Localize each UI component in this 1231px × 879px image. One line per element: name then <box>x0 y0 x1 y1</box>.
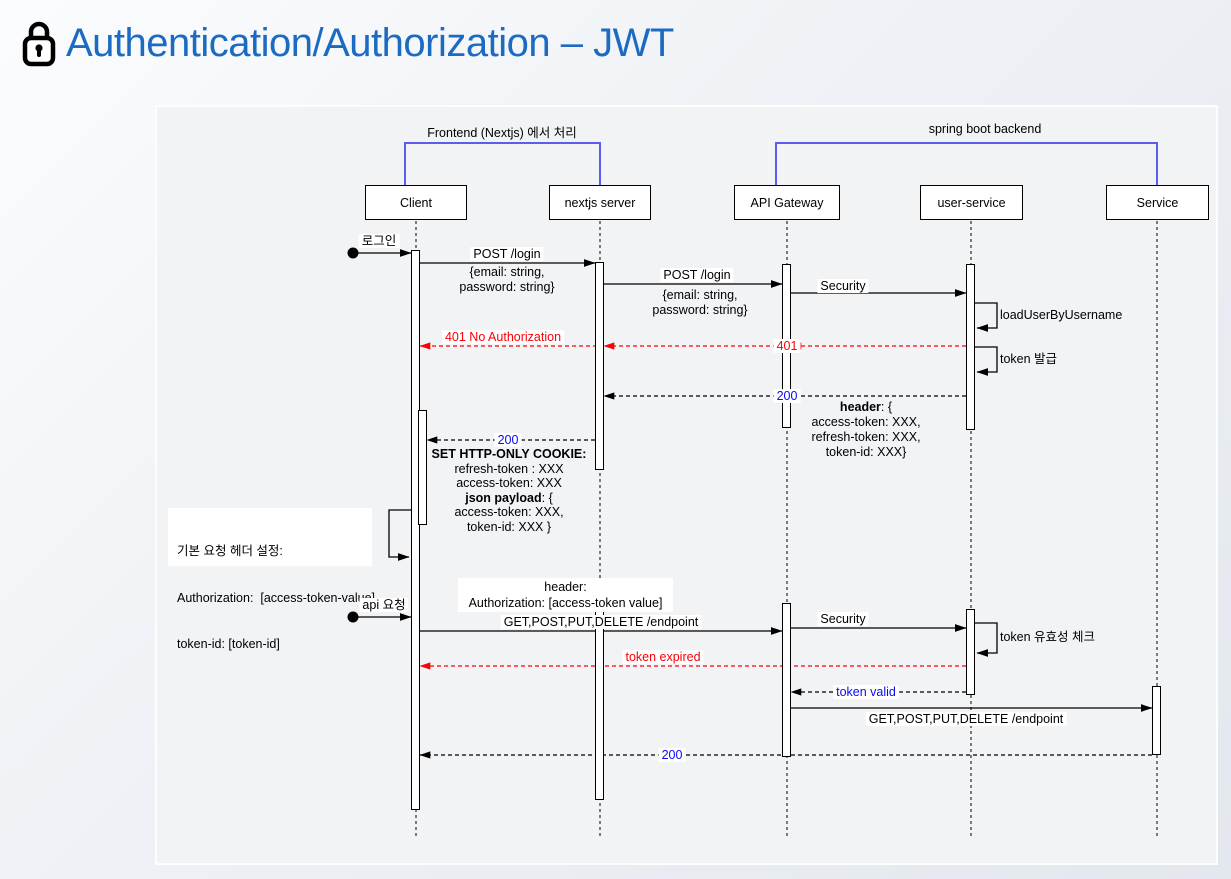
loop-set-default-header <box>388 509 411 561</box>
participant-user-service-label: user-service <box>937 195 1006 210</box>
activation-nextjs-2 <box>595 611 604 800</box>
label-get-endpoint-2: GET,POST,PUT,DELETE /endpoint <box>865 712 1067 726</box>
group-label-frontend: Frontend (Nextjs) 에서 처리 <box>427 126 577 140</box>
participant-user-service: user-service <box>920 185 1023 220</box>
label-token-check: token 유효성 체크 <box>1000 630 1096 644</box>
label-401-code: 401 <box>773 339 801 353</box>
label-post-login-2-body: {email: string, password: string} <box>652 288 748 317</box>
note-response-header: header: { access-token: XXX, refresh-tok… <box>811 400 921 459</box>
label-token-expired: token expired <box>622 650 704 664</box>
participant-client: Client <box>365 185 467 220</box>
label-200-final: 200 <box>658 748 686 762</box>
note-request-header: header: Authorization: [access-token val… <box>458 578 673 612</box>
label-200-second: 200 <box>494 433 522 447</box>
label-token-issue: token 발급 <box>1000 352 1058 366</box>
label-post-login-2: POST /login <box>660 268 734 282</box>
page-title: Authentication/Authorization – JWT <box>66 20 674 65</box>
diagram-panel <box>155 105 1218 865</box>
label-200-first: 200 <box>773 389 801 403</box>
label-security-2: Security <box>817 612 869 626</box>
label-login-trigger: 로그인 <box>358 234 400 248</box>
activation-client-main <box>411 250 420 810</box>
group-label-backend: spring boot backend <box>928 122 1042 136</box>
label-token-valid: token valid <box>833 685 899 699</box>
participant-service: Service <box>1106 185 1209 220</box>
loop-token-check <box>975 622 998 657</box>
activation-apigateway-2 <box>782 603 791 757</box>
label-post-login-1: POST /login <box>470 247 544 261</box>
frontend-group-bracket <box>404 142 601 185</box>
participant-client-label: Client <box>400 195 432 210</box>
api-start-dot <box>347 611 359 623</box>
loop-token-issue <box>975 346 998 376</box>
backend-group-bracket <box>775 142 1158 185</box>
participant-nextjs-server-label: nextjs server <box>564 195 636 210</box>
activation-nextjs-1 <box>595 262 604 470</box>
participant-api-gateway: API Gateway <box>734 185 840 220</box>
login-start-dot <box>347 247 359 259</box>
participant-service-label: Service <box>1136 195 1179 210</box>
note-set-cookie: SET HTTP-ONLY COOKIE: refresh-token : XX… <box>431 447 587 534</box>
loop-load-user <box>975 302 998 332</box>
page-header: Authentication/Authorization – JWT <box>20 18 674 68</box>
participant-api-gateway-label: API Gateway <box>750 195 824 210</box>
label-401-no-authorization: 401 No Authorization <box>441 330 565 344</box>
label-load-user: loadUserByUsername <box>1000 308 1123 322</box>
activation-client-nested <box>418 410 427 525</box>
activation-service-1 <box>1152 686 1161 755</box>
lock-icon <box>22 21 56 67</box>
label-get-endpoint-1: GET,POST,PUT,DELETE /endpoint <box>500 615 702 629</box>
activation-userservice-1 <box>966 264 975 430</box>
activation-userservice-2 <box>966 609 975 695</box>
participant-nextjs-server: nextjs server <box>549 185 651 220</box>
note-default-header: 기본 요청 헤더 설정: Authorization: [access-toke… <box>168 508 375 651</box>
label-security-1: Security <box>817 279 869 293</box>
label-post-login-1-body: {email: string, password: string} <box>459 265 555 294</box>
label-api-trigger: api 요청 <box>359 598 409 612</box>
